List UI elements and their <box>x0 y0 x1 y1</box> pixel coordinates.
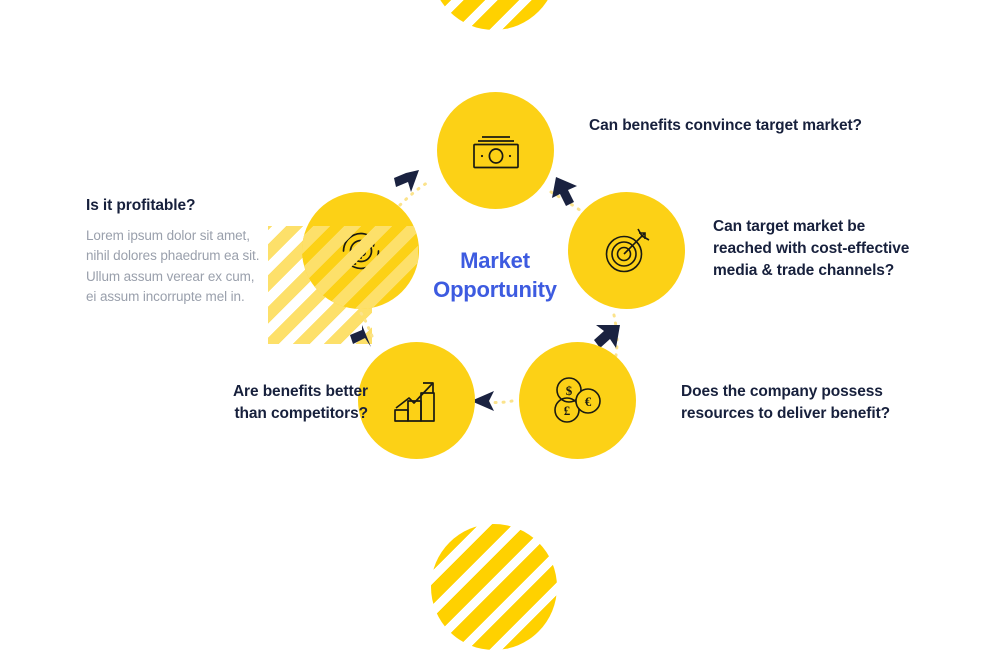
node-profit[interactable] <box>302 192 419 309</box>
caption-target-line-3: media & trade channels? <box>713 262 895 279</box>
banknote-icon <box>472 135 519 168</box>
connector-profit-revenue <box>398 179 432 207</box>
caption-target-line-2: reached with cost-effective <box>713 240 910 257</box>
svg-text:€: € <box>584 394 591 409</box>
caption-profit: Is it profitable? Lorem ipsum dolor sit … <box>86 195 281 308</box>
caption-resources-line-1: Does the company possess <box>681 383 883 400</box>
node-target[interactable] <box>568 192 685 309</box>
growth-chart-icon <box>393 381 435 422</box>
caption-revenue: Can benefits convince target market? <box>589 115 919 137</box>
svg-text:$: $ <box>565 383 572 398</box>
coins-icon: $ £ € <box>553 376 601 423</box>
caption-benefits: Are benefits better than competitors? <box>168 381 368 425</box>
caption-profit-body: Lorem ipsum dolor sit amet, nihil dolore… <box>86 226 281 308</box>
caption-profit-body-line-1: Lorem ipsum dolor sit amet, <box>86 227 250 243</box>
caption-target-line-1: Can target market be <box>713 218 866 235</box>
arrowhead-benefits-profit <box>350 325 371 347</box>
caption-resources: Does the company possess resources to de… <box>681 381 926 425</box>
caption-revenue-line-1: Can benefits convince target market? <box>589 117 862 134</box>
caption-profit-body-line-4: ei assum incorrupte mel in. <box>86 289 245 305</box>
connector-resources-benefits <box>480 399 514 404</box>
target-arrow-icon <box>605 228 649 272</box>
dollar-refresh-icon <box>342 232 379 269</box>
node-revenue[interactable] <box>437 92 554 209</box>
decorative-striped-circle-bottom <box>431 524 557 650</box>
caption-profit-title: Is it profitable? <box>86 197 196 214</box>
center-label: Market Opportunity <box>415 246 575 304</box>
node-resources[interactable]: $ £ € <box>519 342 636 459</box>
caption-target: Can target market be reached with cost-e… <box>713 216 948 282</box>
caption-resources-line-2: resources to deliver benefit? <box>681 405 890 422</box>
slide-canvas: $ £ € <box>86 0 948 650</box>
svg-text:£: £ <box>563 403 570 418</box>
arrowhead-profit-revenue <box>394 170 419 192</box>
arrowhead-revenue-target <box>552 177 577 206</box>
caption-profit-body-line-3: Ullum assum verear ex cum, <box>86 268 255 284</box>
center-label-line2: Opportunity <box>433 277 557 303</box>
caption-benefits-line-1: Are benefits better <box>232 383 368 400</box>
caption-benefits-line-2: than competitors? <box>234 405 368 422</box>
arrowhead-target-resources <box>594 325 620 348</box>
center-label-line1: Market <box>460 248 530 273</box>
connector-benefits-profit <box>358 310 374 338</box>
node-benefits[interactable] <box>358 342 475 459</box>
caption-profit-body-line-2: nihil dolores phaedrum ea sit. <box>86 248 260 264</box>
decorative-striped-circle-top <box>431 0 557 30</box>
